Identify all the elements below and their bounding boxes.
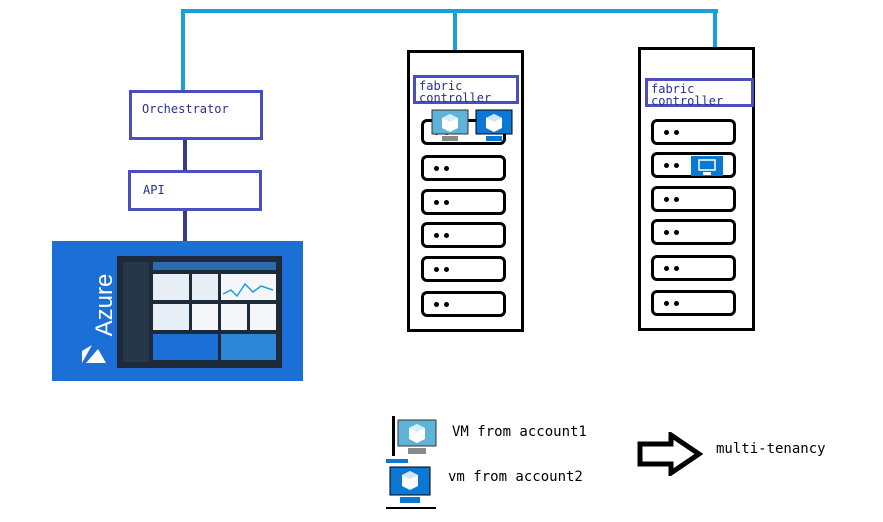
top-bus-wire — [181, 9, 718, 13]
server-rack-2: fabric controller — [638, 47, 755, 331]
server-slot — [651, 219, 736, 245]
api-box: API — [128, 170, 262, 211]
server-slot — [421, 256, 506, 282]
vm-account1-icon — [431, 109, 469, 141]
server-slot — [651, 186, 736, 212]
fabric-controller-box-2: fabric controller — [645, 78, 754, 107]
fabric-controller-label-2: fabric controller — [651, 82, 724, 108]
multi-tenancy-label: multi-tenancy — [716, 441, 826, 457]
azure-portal-image: Azure — [52, 241, 303, 381]
vm-account2-legend-icon — [386, 459, 436, 509]
server-slot — [651, 119, 736, 145]
server-rack-1: fabric controller — [407, 50, 524, 332]
arrow-right-icon — [637, 432, 703, 476]
server-slot — [651, 290, 736, 316]
azure-brand-text: Azure — [91, 273, 118, 337]
fabric-controller-box-1: fabric controller — [413, 75, 519, 104]
api-label: API — [143, 183, 165, 197]
legend-vm-account1-label: VM from account1 — [452, 424, 587, 440]
fabric-controller-label-1: fabric controller — [419, 79, 492, 105]
orchestrator-api-connector — [183, 138, 187, 172]
vm-account1-legend-icon — [392, 416, 437, 456]
server-slot — [421, 155, 506, 181]
portal-screen — [117, 256, 282, 368]
rack1-wire — [453, 9, 457, 52]
api-azure-connector — [183, 210, 187, 243]
server-slot — [421, 291, 506, 317]
orchestrator-label: Orchestrator — [142, 102, 229, 116]
server-slot — [421, 222, 506, 248]
azure-logo-icon — [82, 345, 106, 363]
server-slot — [651, 255, 736, 281]
orchestrator-box: Orchestrator — [129, 90, 263, 140]
server-slot — [421, 189, 506, 215]
legend-vm-account2-label: vm from account2 — [448, 469, 583, 485]
rack2-wire — [713, 9, 717, 50]
vm-small-icon — [691, 156, 723, 176]
orchestrator-wire — [181, 9, 185, 91]
portal-dashboard-icon — [117, 256, 282, 368]
vm-account2-icon — [475, 109, 513, 141]
